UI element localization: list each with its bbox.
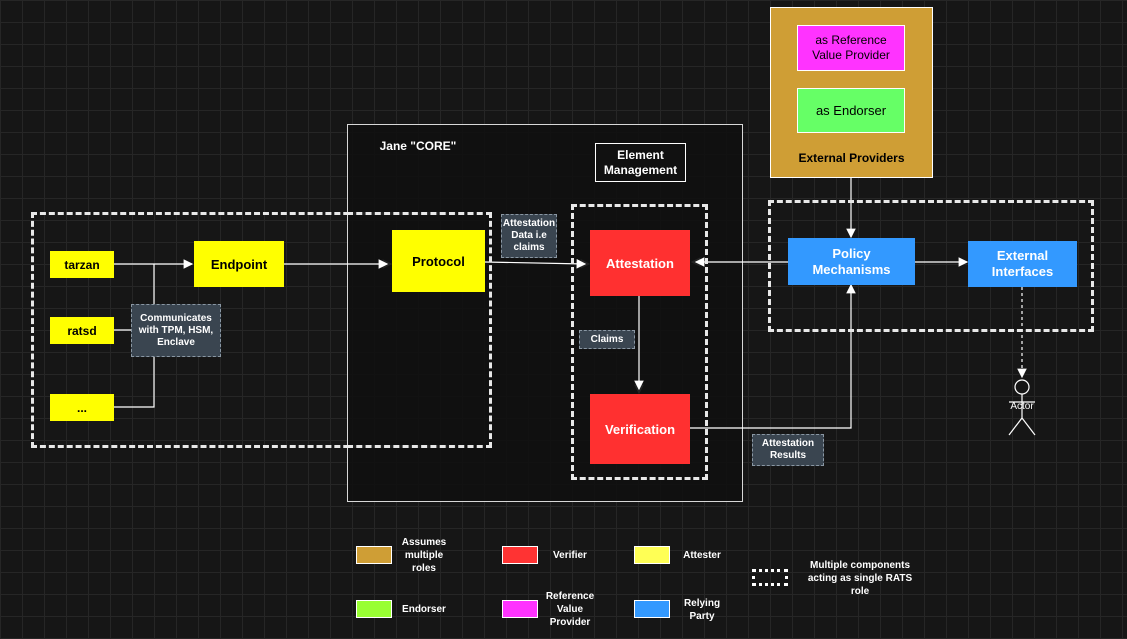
relying-party-group: [768, 200, 1094, 332]
legend-label-endorser: Endorser: [402, 604, 446, 615]
attestation-node[interactable]: Attestation: [590, 230, 690, 296]
legend-swatch-dashed-group: [752, 569, 788, 586]
verification-node[interactable]: Verification: [590, 394, 690, 464]
external-interfaces-node[interactable]: External Interfaces: [968, 241, 1077, 287]
endpoint-node[interactable]: Endpoint: [194, 241, 284, 287]
legend-label-multiple-roles: Assumes multiple roles: [401, 537, 447, 574]
communicates-tag: Communicates with TPM, HSM, Enclave: [131, 304, 221, 357]
endorser-node[interactable]: as Endorser: [797, 88, 905, 133]
tarzan-node[interactable]: tarzan: [50, 251, 114, 278]
core-title: Jane "CORE": [379, 139, 457, 153]
attestation-results-tag: Attestation Results: [752, 434, 824, 466]
legend-label-relying-party: Relying Party: [683, 598, 721, 622]
external-providers-title: External Providers: [798, 151, 905, 165]
legend-swatch-relying-party: [634, 600, 670, 618]
verifier-group-inner: [571, 204, 708, 480]
legend-label-dashed-group: Multiple components acting as single RAT…: [807, 560, 913, 597]
edge-verification-policy: [690, 283, 856, 429]
element-management-box[interactable]: Element Management: [595, 143, 686, 182]
attestation-data-tag: Attestation Data i.e claims: [501, 214, 557, 258]
legend-swatch-endorser: [356, 600, 392, 618]
protocol-node[interactable]: Protocol: [392, 230, 485, 292]
attester-group-inner: [347, 212, 492, 448]
legend-label-verifier: Verifier: [553, 550, 587, 561]
policy-mechanisms-node[interactable]: Policy Mechanisms: [788, 238, 915, 285]
actor-label: Actor: [1010, 401, 1034, 412]
legend-label-attester: Attester: [683, 550, 721, 561]
actor-icon: [1008, 379, 1036, 436]
ref-value-provider-node[interactable]: as Reference Value Provider: [797, 25, 905, 71]
legend-swatch-ref-value: [502, 600, 538, 618]
legend-swatch-verifier: [502, 546, 538, 564]
legend-swatch-multiple-roles: [356, 546, 392, 564]
edge-protocol-attestation: [484, 259, 587, 269]
legend-label-ref-value: Reference Value Provider: [545, 591, 595, 628]
legend-swatch-attester: [634, 546, 670, 564]
ellipsis-node[interactable]: ...: [50, 394, 114, 421]
ratsd-node[interactable]: ratsd: [50, 317, 114, 344]
claims-tag: Claims: [579, 330, 635, 349]
